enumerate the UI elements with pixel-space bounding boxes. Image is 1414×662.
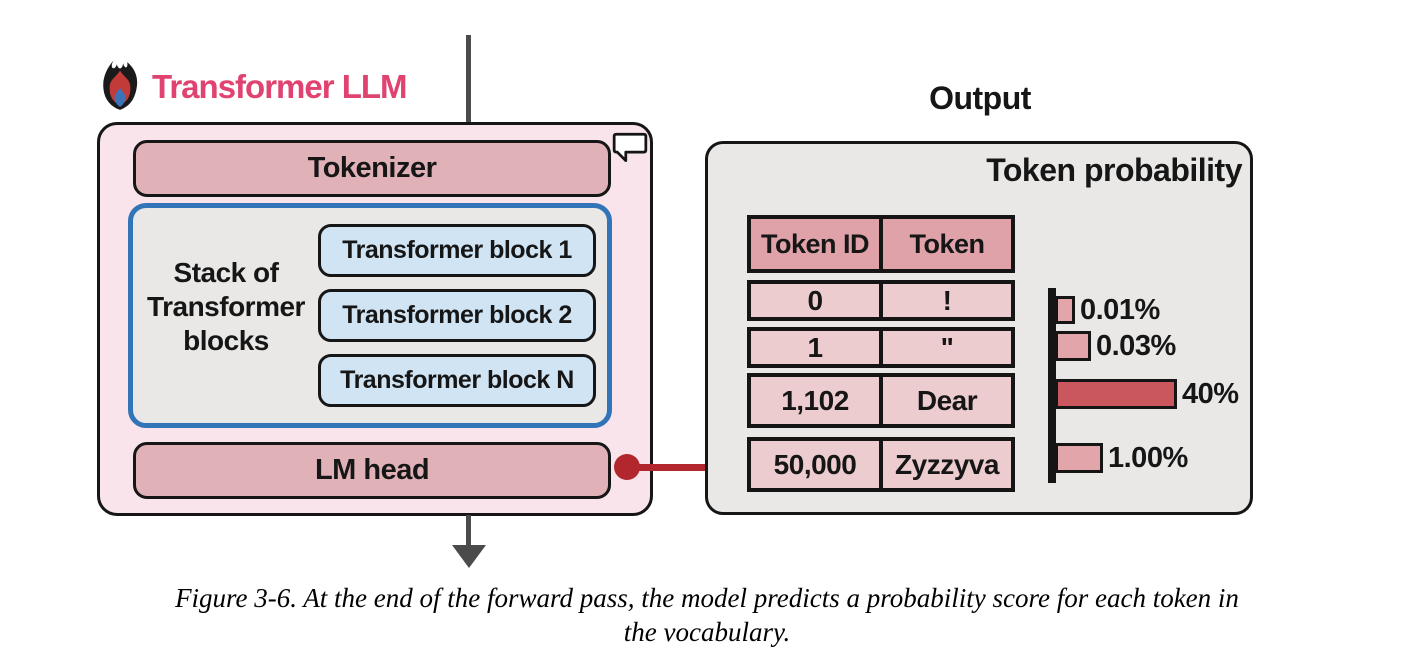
table-header-row: Token ID Token <box>747 215 1015 273</box>
transformer-block-1: Transformer block 1 <box>318 224 596 277</box>
caption-line-2: the vocabulary. <box>623 616 791 647</box>
lmhead-output-connector <box>625 464 727 471</box>
table-row: 1,102 Dear <box>747 373 1015 428</box>
bar-row: 40% <box>1055 378 1239 410</box>
header-token-id: Token ID <box>751 219 883 269</box>
figure-caption: Figure 3-6. At the end of the forward pa… <box>62 582 1352 650</box>
token-probability-title: Token probability <box>986 152 1242 188</box>
tokenizer-label: Tokenizer <box>307 152 437 184</box>
output-arrow-head-icon <box>452 545 486 568</box>
probability-bar <box>1055 331 1091 361</box>
probability-bar <box>1055 443 1103 473</box>
bar-row: 0.01% <box>1055 294 1160 326</box>
bar-row: 0.03% <box>1055 330 1176 362</box>
bar-chart-axis <box>1048 288 1056 483</box>
probability-bar <box>1055 296 1075 324</box>
brand-title: Transformer LLM <box>152 68 408 105</box>
connector-dot-left <box>614 454 640 480</box>
speech-bubble-icon <box>611 130 649 168</box>
tokenizer-box: Tokenizer <box>133 140 611 197</box>
caption-line-1: Figure 3-6. At the end of the forward pa… <box>175 583 1239 613</box>
bar-row: 1.00% <box>1055 442 1188 474</box>
input-arrow-line <box>466 35 471 123</box>
transformer-block-n: Transformer block N <box>318 354 596 407</box>
stack-label: Stack of Transformer blocks <box>147 257 305 357</box>
header-token: Token <box>909 228 985 259</box>
table-row: 50,000 Zyzzyva <box>747 437 1015 492</box>
flame-icon <box>99 58 141 112</box>
probability-bar <box>1055 379 1177 409</box>
output-title: Output <box>929 80 1031 116</box>
table-row: 0 ! <box>747 280 1015 321</box>
table-row: 1 " <box>747 327 1015 368</box>
output-arrow-line <box>466 515 471 547</box>
transformer-block-2: Transformer block 2 <box>318 289 596 342</box>
lm-head-box: LM head <box>133 442 611 499</box>
lm-head-label: LM head <box>314 454 430 486</box>
